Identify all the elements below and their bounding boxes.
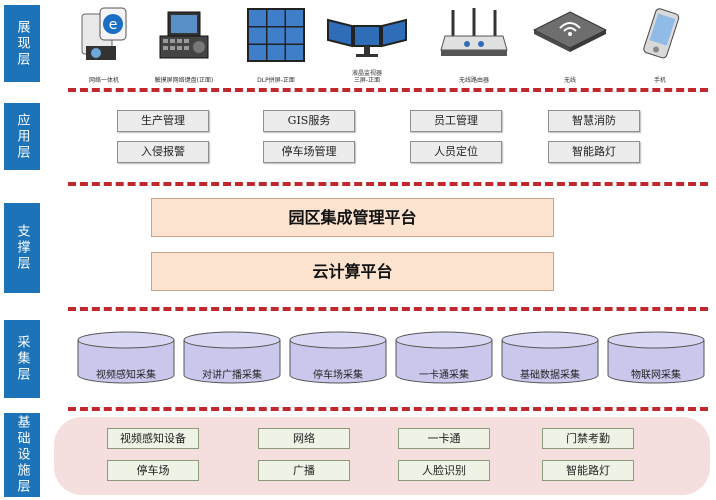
touch-keyboard-icon xyxy=(159,11,209,59)
database-cylinder-icon xyxy=(395,331,493,384)
platform-park-integrated-management: 园区集成管理平台 xyxy=(151,198,554,237)
device-label: 液晶监视器 三屏-正面 xyxy=(351,70,382,84)
layer-label-presentation: 展现层 xyxy=(4,5,40,82)
device-label: 触摸屏网络键盘(正面) xyxy=(154,77,214,84)
layer-divider xyxy=(68,407,708,411)
app-box-intrusion-alarm: 入侵报警 xyxy=(117,141,209,163)
collection-label: 视频感知采集 xyxy=(96,370,156,381)
device-label: 无线 xyxy=(563,77,576,84)
collection-label: 物联网采集 xyxy=(631,370,681,381)
infra-box-access-attendance: 门禁考勤 xyxy=(542,428,634,449)
layer-divider xyxy=(68,88,708,92)
layer-label-application: 应用层 xyxy=(4,103,40,170)
database-cylinder-icon xyxy=(607,331,705,384)
device-label: 无线路由器 xyxy=(458,77,489,84)
collection-base-data: 基础数据采集 xyxy=(501,331,599,385)
infra-box-face-recognition: 人脸识别 xyxy=(398,460,490,481)
database-cylinder-icon xyxy=(501,331,599,384)
device-wireless-router: 无线路由器 xyxy=(432,6,516,84)
collection-one-card: 一卡通采集 xyxy=(395,331,493,385)
collection-intercom-broadcast: 对讲广播采集 xyxy=(183,331,281,385)
app-box-staff-management: 员工管理 xyxy=(410,110,502,132)
layer-label-support: 支撑层 xyxy=(4,203,40,293)
collection-iot: 物联网采集 xyxy=(607,331,705,385)
device-label: 手机 xyxy=(653,77,666,84)
database-cylinder-icon xyxy=(183,331,281,384)
database-cylinder-icon xyxy=(289,331,387,384)
collection-video-perception: 视频感知采集 xyxy=(77,331,175,385)
collection-label: 基础数据采集 xyxy=(520,370,580,381)
video-wall-icon xyxy=(247,8,305,62)
device-touch-keyboard: 触摸屏网络键盘(正面) xyxy=(142,6,226,84)
wireless-router-icon xyxy=(440,8,508,56)
infra-box-network: 网络 xyxy=(258,428,350,449)
device-triple-monitor: 液晶监视器 三屏-正面 xyxy=(320,6,414,84)
mobile-phone-icon xyxy=(643,8,680,59)
app-box-smart-streetlight: 智能路灯 xyxy=(548,141,640,163)
device-video-wall: DLP拼屏-正面 xyxy=(234,6,318,84)
triple-monitor-icon xyxy=(327,18,407,57)
app-box-production-management: 生产管理 xyxy=(117,110,209,132)
app-box-gis-service: GIS服务 xyxy=(263,110,355,132)
database-cylinder-icon xyxy=(77,331,175,384)
device-camera-terminal: e 网络一体机 xyxy=(62,6,146,84)
infra-box-smart-streetlight: 智能路灯 xyxy=(542,460,634,481)
collection-parking: 停车场采集 xyxy=(289,331,387,385)
infra-box-one-card: 一卡通 xyxy=(398,428,490,449)
infra-box-video-devices: 视频感知设备 xyxy=(107,428,199,449)
layer-divider xyxy=(68,307,708,311)
layer-label-infrastructure: 基础设施层 xyxy=(4,413,40,497)
app-box-personnel-location: 人员定位 xyxy=(410,141,502,163)
infra-box-parking: 停车场 xyxy=(107,460,199,481)
collection-label: 停车场采集 xyxy=(313,370,363,381)
collection-label: 一卡通采集 xyxy=(419,370,469,381)
device-label: 网络一体机 xyxy=(88,77,119,84)
camera-terminal-icon: e xyxy=(81,7,127,60)
device-mobile-phone: 手机 xyxy=(618,6,702,84)
infra-box-broadcast: 广播 xyxy=(258,460,350,481)
wireless-access-point-icon xyxy=(532,11,608,52)
svg-text:e: e xyxy=(109,17,118,33)
device-wireless-ap: 无线 xyxy=(528,6,612,84)
layer-label-collection: 采集层 xyxy=(4,320,40,398)
platform-cloud-computing: 云计算平台 xyxy=(151,252,554,291)
collection-label: 对讲广播采集 xyxy=(202,370,262,381)
device-label: DLP拼屏-正面 xyxy=(257,77,295,84)
app-box-smart-fire: 智慧消防 xyxy=(548,110,640,132)
app-box-parking-management: 停车场管理 xyxy=(263,141,355,163)
layer-divider xyxy=(68,182,708,186)
